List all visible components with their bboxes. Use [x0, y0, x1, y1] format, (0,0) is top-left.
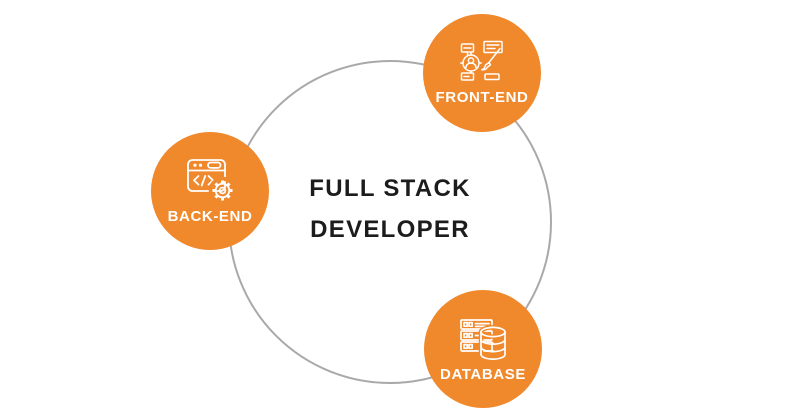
node-label: DATABASE [440, 366, 526, 383]
server-database-icon [459, 315, 508, 362]
node-label: FRONT-END [435, 89, 529, 106]
diagram-title: FULL STACK DEVELOPER [309, 168, 470, 250]
node-back-end: BACK-END [151, 132, 269, 250]
title-line-1: FULL STACK [309, 175, 471, 202]
browser-code-gear-icon [186, 157, 237, 205]
title-line-2: DEVELOPER [310, 216, 470, 243]
node-database: DATABASE [424, 290, 542, 408]
node-label: BACK-END [167, 208, 253, 225]
node-front-end: FRONT-END [423, 14, 541, 132]
ui-design-icon [459, 40, 505, 84]
